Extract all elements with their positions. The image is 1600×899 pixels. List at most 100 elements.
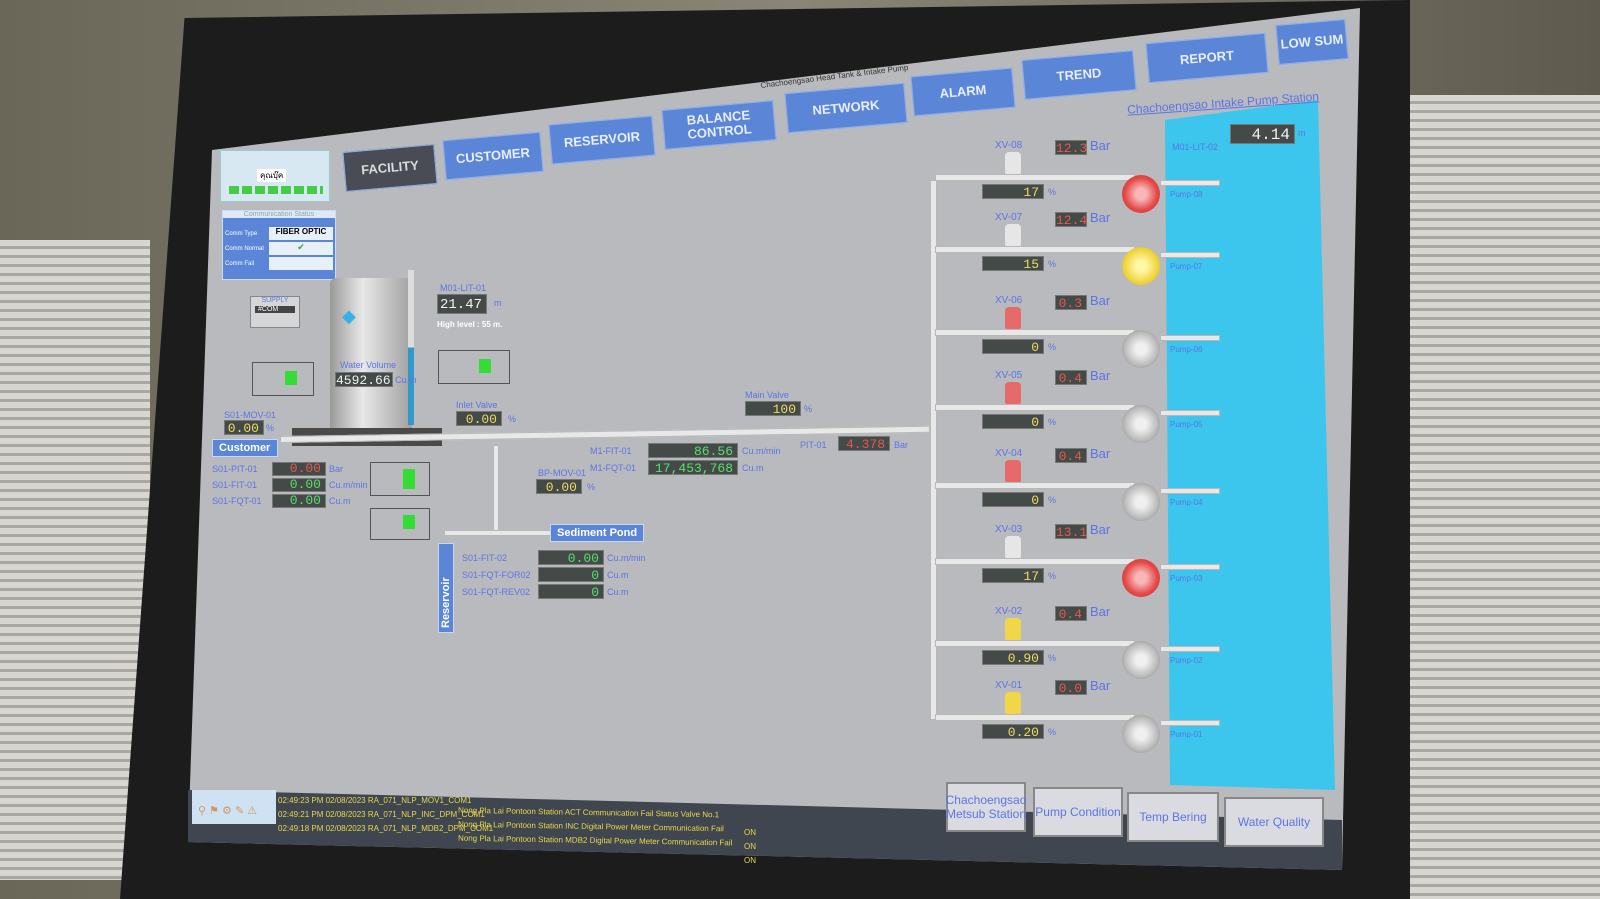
flow-tag: M1-FQT-01 bbox=[590, 463, 637, 473]
sediment-reading-tag: S01-FQT-REV02 bbox=[462, 587, 531, 597]
valve-tag: XV-07 bbox=[995, 212, 1023, 223]
tank-level-unit: m bbox=[494, 298, 502, 308]
branch-pipe bbox=[935, 558, 1135, 565]
valve-xv-01-icon[interactable] bbox=[1005, 692, 1021, 714]
reading-value: 0.00 bbox=[272, 478, 326, 492]
pump-label: Pump-04 bbox=[1170, 498, 1203, 507]
flow-tag: M1-FIT-01 bbox=[590, 446, 632, 456]
flow-unit: Cu.m/min bbox=[742, 446, 781, 456]
pump-1-icon[interactable] bbox=[1122, 715, 1160, 753]
motor-box[interactable] bbox=[370, 462, 430, 496]
alarm-state: ON bbox=[744, 856, 756, 865]
pump-5-icon[interactable] bbox=[1122, 405, 1160, 443]
valve-open-unit: % bbox=[1048, 417, 1057, 427]
intake-well-water bbox=[1165, 100, 1335, 790]
pump-label: Pump-01 bbox=[1170, 730, 1203, 739]
main-valve-unit: % bbox=[804, 404, 813, 414]
bp-valve-unit: % bbox=[587, 482, 596, 492]
pump-6-icon[interactable] bbox=[1122, 330, 1160, 368]
main-valve-value: 100 bbox=[745, 401, 801, 417]
water-volume-unit: Cu.m bbox=[395, 375, 417, 385]
motor-box[interactable] bbox=[438, 350, 510, 384]
alarm-toolbar: ⚲ ⚑ ⚙ ✎ ⚠ bbox=[192, 790, 276, 824]
main-valve-label: Main Valve bbox=[745, 390, 789, 400]
valve-xv-07-icon[interactable] bbox=[1005, 224, 1021, 246]
valve-open-unit: % bbox=[1048, 187, 1057, 197]
suction-pipe bbox=[1160, 252, 1220, 258]
pump-7-icon[interactable] bbox=[1122, 247, 1160, 285]
pressure-value: 0.0 bbox=[1055, 680, 1087, 696]
sediment-branch-pipe bbox=[493, 445, 499, 533]
pump-3-icon[interactable] bbox=[1122, 559, 1160, 597]
valve-tag: XV-04 bbox=[995, 448, 1023, 459]
valve-xv-04-icon[interactable] bbox=[1005, 460, 1021, 482]
valve-xv-08-icon[interactable] bbox=[1005, 152, 1021, 174]
valve-tag: XV-05 bbox=[995, 370, 1023, 381]
valve-tag: XV-08 bbox=[995, 140, 1023, 151]
pressure-value: 12.4 bbox=[1055, 212, 1088, 228]
motor-box[interactable] bbox=[370, 508, 430, 540]
sediment-reading-tag: S01-FQT-FOR02 bbox=[462, 570, 531, 580]
pit-value: 4.378 bbox=[838, 436, 890, 452]
alarm-time: 02:49:23 PM 02/08/2023 RA_071_NLP_MOV1_C… bbox=[278, 796, 472, 805]
pump-2-icon[interactable] bbox=[1122, 641, 1160, 679]
valve-xv-05-icon[interactable] bbox=[1005, 382, 1021, 404]
pressure-unit: Bar bbox=[1090, 138, 1111, 153]
sediment-pond-tag[interactable]: Sediment Pond bbox=[550, 524, 645, 542]
reading-tag: S01-FIT-01 bbox=[212, 480, 258, 490]
branch-pipe bbox=[935, 329, 1135, 336]
water-volume-label: Water Volume bbox=[340, 360, 397, 370]
pressure-value: 0.4 bbox=[1055, 448, 1087, 464]
tab-low-sum[interactable]: LOW SUM bbox=[1275, 19, 1349, 65]
intake-level-value: 4.14 bbox=[1230, 124, 1295, 144]
nav-button-1[interactable]: Chachoengsao Metsub Station bbox=[946, 782, 1026, 832]
head-tank bbox=[330, 278, 412, 428]
sediment-reading-value: 0 bbox=[538, 567, 604, 583]
user-field[interactable]: คุณบุ๊ค bbox=[257, 169, 287, 182]
customer-tag[interactable]: Customer bbox=[212, 439, 278, 457]
valve-open-value: 0 bbox=[982, 492, 1044, 508]
valve-xv-06-icon[interactable] bbox=[1005, 307, 1021, 329]
tab-facility[interactable]: FACILITY bbox=[342, 144, 438, 192]
reservoir-tag[interactable]: Reservoir bbox=[438, 543, 454, 633]
nav-button-3[interactable]: Temp Bering bbox=[1127, 792, 1219, 842]
customer-valve-unit: % bbox=[266, 423, 275, 433]
flow-value: 86.56 bbox=[648, 443, 738, 459]
valve-open-value: 0 bbox=[982, 339, 1044, 355]
inlet-valve-unit: % bbox=[508, 414, 517, 424]
pressure-value: 12.3 bbox=[1055, 140, 1088, 156]
inlet-valve-label: Inlet Valve bbox=[456, 400, 498, 410]
motor-box[interactable] bbox=[252, 362, 314, 396]
supply-box[interactable]: SUPPLY #COM bbox=[250, 296, 300, 328]
alarm-time: 02:49:18 PM 02/08/2023 RA_071_NLP_MDB2_D… bbox=[278, 824, 494, 833]
comm-normal-label: Comm Normal bbox=[225, 246, 264, 252]
valve-open-value: 15 bbox=[982, 256, 1044, 272]
tank-level-tag: M01-LIT-01 bbox=[440, 283, 487, 293]
alarm-time: 02:49:21 PM 02/08/2023 RA_071_NLP_INC_DP… bbox=[278, 810, 485, 819]
reading-value: 0.00 bbox=[272, 462, 326, 476]
suction-pipe bbox=[1160, 720, 1220, 726]
valve-xv-02-icon[interactable] bbox=[1005, 618, 1021, 640]
suction-pipe bbox=[1160, 335, 1220, 341]
pump-label: Pump-03 bbox=[1170, 574, 1203, 583]
valve-open-unit: % bbox=[1048, 727, 1057, 737]
comm-status-title: Communication Status bbox=[223, 211, 335, 218]
valve-open-value: 17 bbox=[982, 184, 1044, 200]
alarm-tool-icons[interactable]: ⚲ ⚑ ⚙ ✎ ⚠ bbox=[198, 805, 258, 817]
valve-tag: XV-03 bbox=[995, 524, 1023, 535]
pump-label: Pump-02 bbox=[1170, 656, 1203, 665]
pump-8-icon[interactable] bbox=[1122, 175, 1160, 213]
valve-xv-03-icon[interactable] bbox=[1005, 536, 1021, 558]
tab-customer[interactable]: CUSTOMER bbox=[442, 131, 544, 181]
branch-pipe bbox=[935, 640, 1135, 647]
reading-tag: S01-FQT-01 bbox=[212, 496, 262, 506]
pressure-value: 0.4 bbox=[1055, 370, 1087, 386]
pump-4-icon[interactable] bbox=[1122, 483, 1160, 521]
valve-open-unit: % bbox=[1048, 259, 1057, 269]
inlet-valve-value: 0.00 bbox=[456, 411, 502, 427]
nav-button-4[interactable]: Water Quality bbox=[1224, 797, 1324, 847]
nav-button-2[interactable]: Pump Condition bbox=[1033, 787, 1123, 837]
flow-unit: Cu.m bbox=[742, 463, 764, 473]
suction-pipe bbox=[1160, 488, 1220, 494]
intake-level-unit: m bbox=[1298, 128, 1306, 138]
